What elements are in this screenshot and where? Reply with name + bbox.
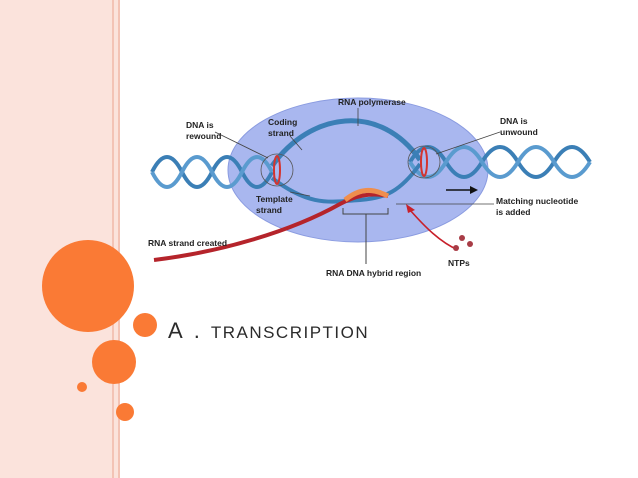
title-separator: .: [193, 318, 201, 343]
label-dna-unwound: DNA is: [500, 116, 528, 126]
decorative-circle-small: [133, 313, 157, 337]
rewind-ring: [273, 155, 281, 185]
direction-arrow: [446, 186, 478, 194]
label-rna-strand-created: RNA strand created: [148, 238, 227, 248]
slide-title: A. TRANSCRIPTION: [168, 318, 369, 344]
band-stripe: [112, 0, 114, 478]
ntp-molecules: [453, 235, 473, 251]
hybrid-highlight: [343, 188, 390, 202]
label-matching-nucleotide: Matching nucleotide: [496, 196, 578, 206]
label-dna-unwound: unwound: [500, 127, 538, 137]
unwind-circle: [407, 145, 441, 179]
label-rna-polymerase: RNA polymerase: [338, 97, 406, 107]
unwind-ring: [420, 147, 428, 177]
decorative-circle-large: [42, 240, 134, 332]
label-ntps: NTPs: [448, 258, 470, 268]
label-rna-dna-hybrid: RNA DNA hybrid region: [326, 268, 421, 278]
title-letter: A: [168, 318, 184, 343]
coding-strand: [269, 118, 423, 168]
label-coding-strand: Coding: [268, 117, 297, 127]
dna-helix-right: [408, 145, 592, 179]
label-template-strand: Template: [256, 194, 293, 204]
rna-strand: [153, 192, 389, 262]
ntp-arrowhead: [406, 204, 415, 213]
title-text: TRANSCRIPTION: [210, 323, 370, 342]
band-stripe: [118, 0, 120, 478]
left-decorative-band: [0, 0, 120, 478]
label-matching-nucleotide: is added: [496, 207, 530, 217]
transcription-diagram: RNA polymerase DNA is rewound Coding str…: [148, 97, 592, 278]
label-template-strand: strand: [256, 205, 282, 215]
label-dna-rewound: rewound: [186, 131, 221, 141]
decorative-circle-small: [116, 403, 134, 421]
rewind-circle: [260, 153, 294, 187]
dna-helix-left: [150, 155, 274, 189]
decorative-circle-medium: [92, 340, 136, 384]
label-coding-strand: strand: [268, 128, 294, 138]
decorative-circle-tiny: [77, 382, 87, 392]
pointer-lines: [214, 108, 501, 205]
label-dna-rewound: DNA is: [186, 120, 214, 130]
template-strand: [270, 162, 422, 204]
